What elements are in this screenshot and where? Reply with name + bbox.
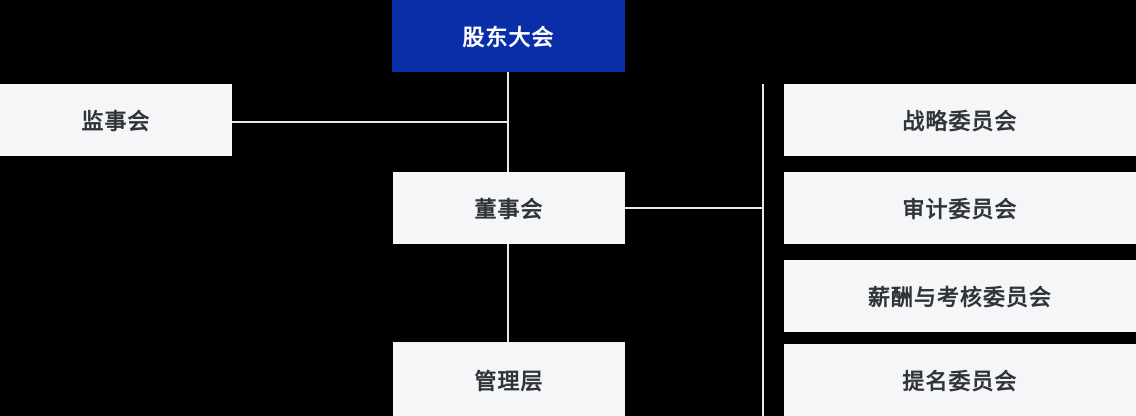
connector-supervisory-branch bbox=[231, 121, 509, 123]
node-strategy-committee: 战略委员会 bbox=[784, 84, 1136, 156]
connector-committees-trunk bbox=[762, 84, 764, 416]
node-board-of-directors: 董事会 bbox=[393, 172, 625, 244]
node-management: 管理层 bbox=[393, 342, 625, 416]
node-remuneration-appraisal-committee: 薪酬与考核委员会 bbox=[784, 260, 1136, 332]
connector-board-management bbox=[507, 244, 509, 342]
node-nomination-committee: 提名委员会 bbox=[784, 344, 1136, 416]
node-shareholders-meeting: 股东大会 bbox=[392, 0, 625, 72]
connector-board-committees bbox=[625, 207, 763, 209]
node-supervisory-board: 监事会 bbox=[0, 84, 232, 156]
node-audit-committee: 审计委员会 bbox=[784, 172, 1136, 244]
